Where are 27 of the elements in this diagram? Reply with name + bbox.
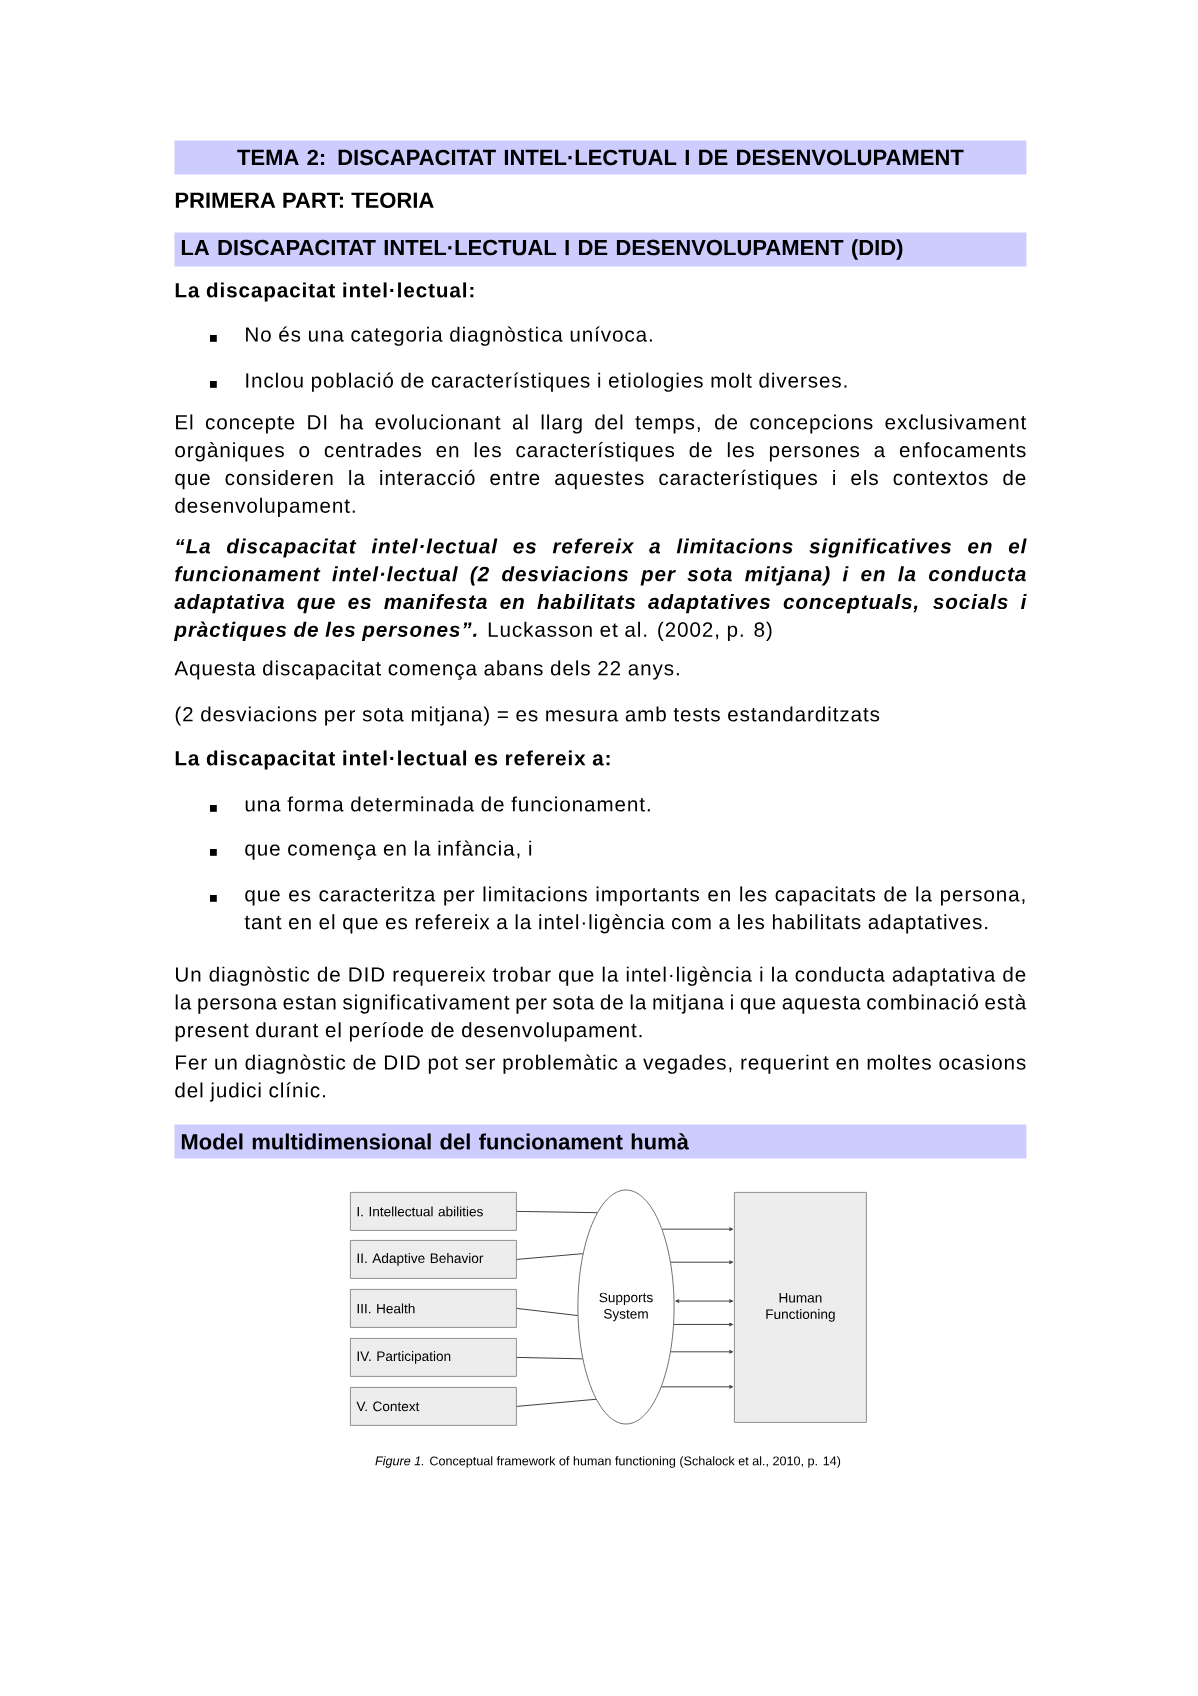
paragraph: Un diagnòstic de DID requereix trobar que la intel·ligència i la conducta adaptativa de la persona estan significativament per sota de la mitjana i que aquesta combinació està present durant el període de desenvolupament. [175, 966, 1027, 1042]
list-item: Inclou població de característiques i etiologies molt diverses. [246, 372, 847, 392]
arrow [661, 1385, 734, 1389]
heading-band: LA DISCAPACITAT INTEL·LECTUAL I DE DESENVOLUPAMENT (DID) [174, 232, 1027, 267]
arrow [661, 1227, 734, 1231]
connector-line [516, 1356, 583, 1360]
connector-line [516, 1307, 579, 1317]
subheading: La discapacitat intel·lectual es refereix a: [175, 750, 610, 770]
paragraph: (2 desviacions per sota mitjana) = es mesura amb tests estandarditzats [175, 706, 880, 726]
paragraph: Aquesta discapacitat comença abans dels 22 anys. [174, 660, 679, 680]
section-heading: PRIMERA PART: TEORIA [175, 192, 434, 208]
list-item: una forma determinada de funcionament. [245, 796, 650, 812]
heading-band: TEMA 2: DISCAPACITAT INTEL·LECTUAL I DE DESENVOLUPAMENT [174, 140, 1027, 175]
paragraph: El concepte DI ha evolucionant al llarg del temps, de concepcions exclusivament orgàniques o centrades en les característiques de les persones a enfocaments que consideren la interacció entre aquestes característiques i els contextos de desenvolupament. [175, 414, 1027, 517]
connector-line [516, 1253, 584, 1260]
connector-line [516, 1398, 597, 1407]
arrow [675, 1299, 734, 1303]
quotation: “La discapacitat intel·lectual es refereix a limitacions significatives en el funcionament intel·lectual (2 desviacions per sota mitjana) i en la conducta adaptativa que es manifesta en habilitats adaptatives conceptuals, socials i pràctiques de les persones”. Luckasson et al. (2002, p. 8) [173, 538, 1027, 641]
list-item: que comença en la infància, i [245, 840, 532, 860]
heading-band: Model multidimensional del funcionament humà [174, 1124, 1027, 1159]
list-item: No és una categoria diagnòstica unívoca. [246, 326, 652, 346]
arrow [673, 1322, 734, 1327]
connector-line [516, 1210, 598, 1214]
arrow [670, 1260, 734, 1265]
paragraph: Fer un diagnòstic de DID pot ser problemàtic a vegades, requerint en moltes ocasions del judici clínic. [175, 1054, 1026, 1102]
arrow [670, 1349, 734, 1354]
list-item: que es caracteritza per limitacions importants en les capacitats de la persona, tant en el que es refereix a la intel·ligència com a les habilitats adaptatives. [244, 886, 1025, 934]
